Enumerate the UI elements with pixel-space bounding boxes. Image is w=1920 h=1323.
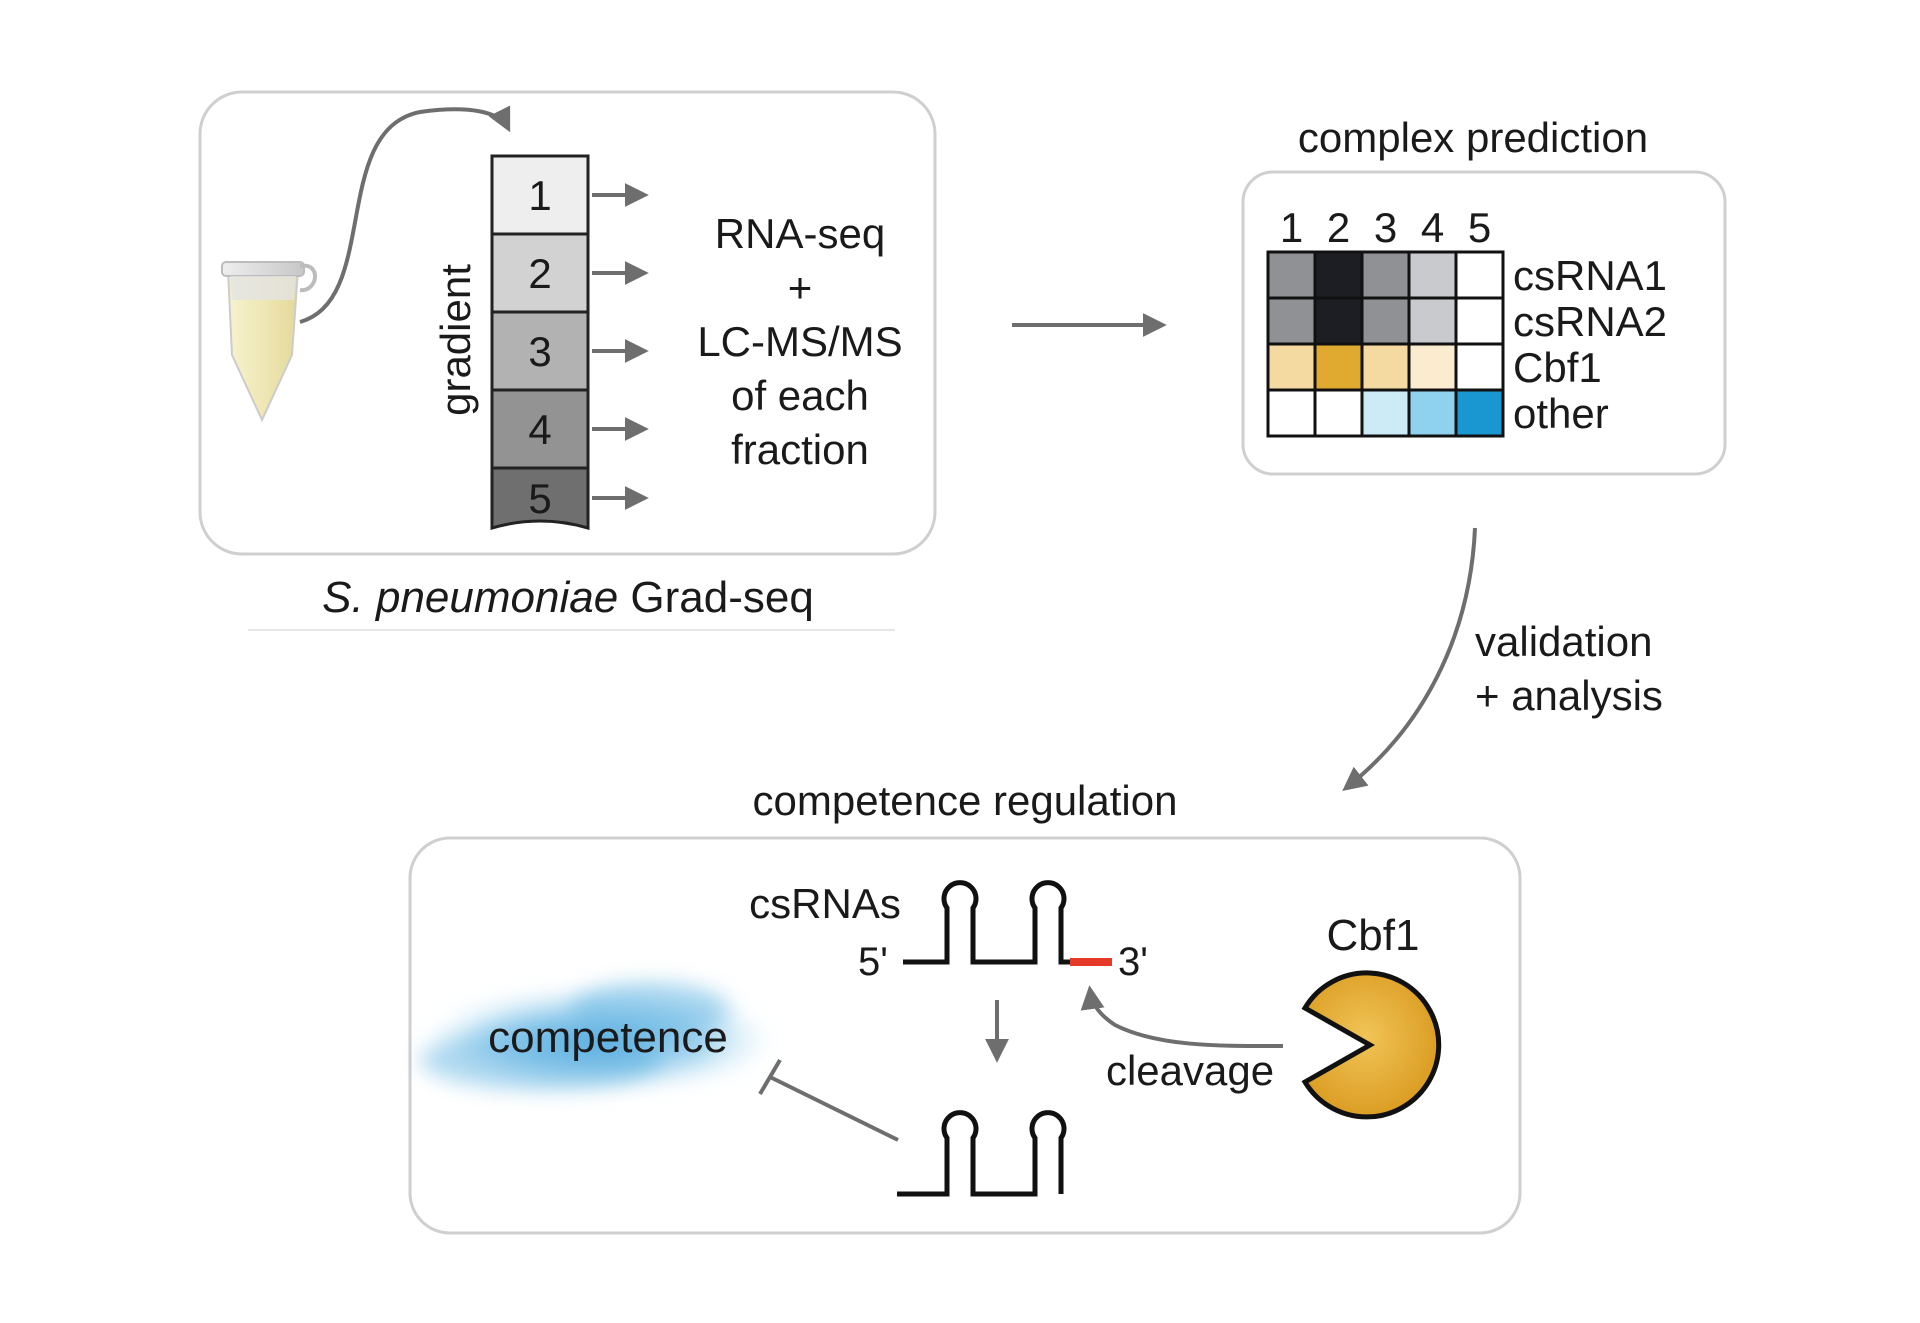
fraction-cell [490,388,590,470]
heatmap-cell [1454,296,1505,346]
fraction-number: 5 [528,475,551,522]
heatmap-column-label: 3 [1374,204,1397,251]
heatmap-cell [1407,342,1458,392]
caption-species: S. pneumoniae [322,573,618,622]
prediction-title: complex prediction [1298,114,1648,161]
fraction-cell [490,466,590,530]
competence-panel: competence regulation competence csRNAs … [408,777,1522,1235]
heatmap-cell [1313,388,1364,438]
methods-text: RNA-seq + LC-MS/MS of each fraction [697,210,902,473]
heatmap-row-label: csRNA2 [1513,298,1667,345]
flow-arrow-down [1342,527,1477,791]
heatmap-cell [1266,342,1317,392]
cbf1-label: Cbf1 [1327,911,1420,960]
method-line: RNA-seq [715,210,885,257]
heatmap-cell [1454,250,1505,300]
gradient-column: 1 2 3 4 5 [490,154,649,530]
heatmap-row-label: csRNA1 [1513,252,1667,299]
heatmap-cell [1407,388,1458,438]
fraction-number: 3 [528,328,551,375]
heatmap-cell [1454,342,1505,392]
analysis-label: + analysis [1475,672,1663,719]
inhibition-bar [758,1058,782,1096]
heatmap-cell [1313,296,1364,346]
inhibition-line [769,1075,899,1142]
heatmap-column-label: 4 [1421,204,1444,251]
competence-title: competence regulation [753,777,1178,824]
heatmap-cell [1266,250,1317,300]
heatmap-cell [1266,296,1317,346]
heatmap-row-label: other [1513,390,1609,437]
csrna-structure-full [903,880,1070,965]
fraction-number: 1 [528,172,551,219]
heatmap-cell [1454,388,1505,438]
heatmap-cell [1360,250,1411,300]
heatmap-cell [1360,388,1411,438]
five-prime-label: 5' [858,940,888,984]
caption-method: Grad-seq [618,573,814,622]
fraction-number: 4 [528,406,551,453]
csrna-structure-cleaved [897,1110,1067,1197]
heatmap-column-label: 2 [1327,204,1350,251]
heatmap-cell [1407,250,1458,300]
cleavage-arrow [1080,985,1284,1049]
method-line: + [788,264,813,311]
gradseq-panel: gradient 1 2 3 4 5 RNA-seq + LC-MS/MS of eac… [198,90,937,631]
heatmap-column-label: 5 [1468,204,1491,251]
heatmap-cell [1360,342,1411,392]
fraction-cell [490,154,590,236]
heatmap-column-label: 1 [1280,204,1303,251]
cleavage-label: cleavage [1106,1047,1274,1094]
cbf1-protein-icon [1301,970,1442,1120]
heatmap-cell [1313,250,1364,300]
heatmap-row-label: Cbf1 [1513,344,1602,391]
csrnas-label: csRNAs [749,880,901,927]
loading-arrow [299,105,511,324]
heatmap-cell [1360,296,1411,346]
gradseq-caption: S. pneumoniae Grad-seq [322,573,814,622]
method-line: LC-MS/MS [697,318,902,365]
three-prime-label: 3' [1118,940,1148,984]
competence-cloud [420,982,775,1092]
heatmap-cell [1266,388,1317,438]
fraction-number: 2 [528,250,551,297]
competence-label: competence [488,1013,728,1062]
heatmap-cell [1313,342,1364,392]
heatmap-cell [1407,296,1458,346]
validation-label: validation [1475,618,1652,665]
method-line: fraction [731,426,869,473]
sample-tube-icon [221,261,317,423]
method-line: of each [731,372,869,419]
gradient-label: gradient [432,264,479,416]
competence-box [408,836,1522,1235]
